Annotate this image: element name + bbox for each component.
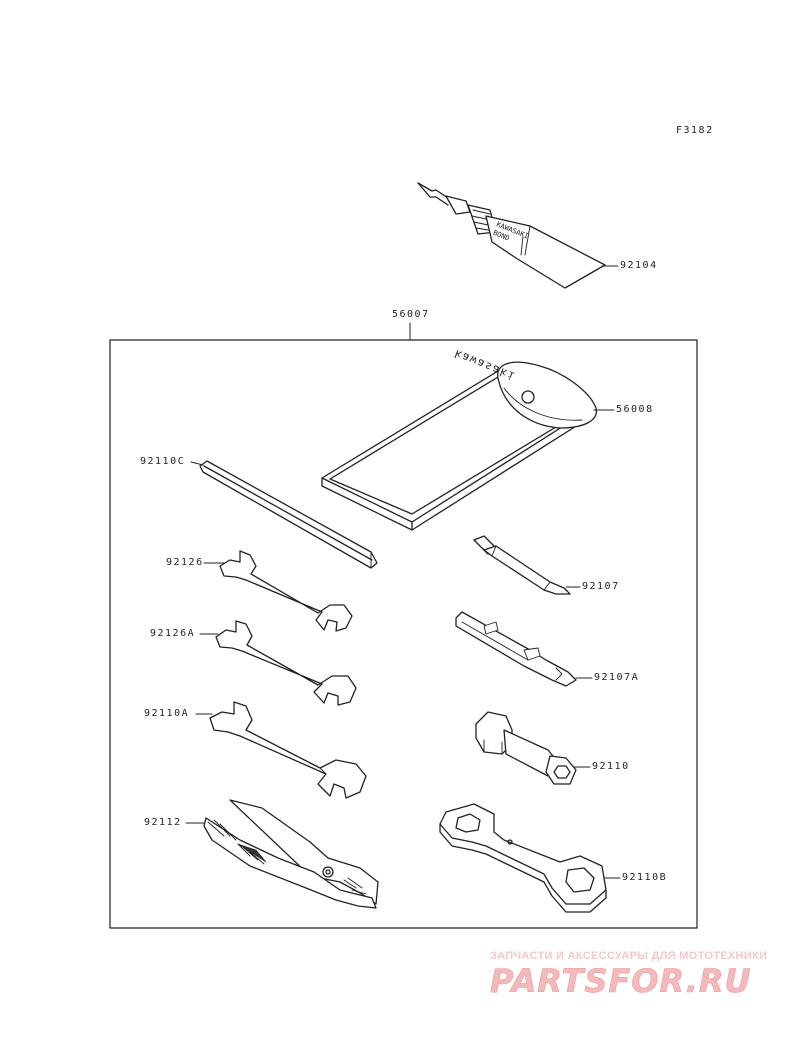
label-tool-kit: 56007 [392,309,430,320]
label-bond-tube: 92104 [620,260,658,271]
bond-tube [417,182,606,289]
hex-bar [199,460,378,569]
wrench-small [219,550,353,632]
label-screwdriver-bit: 92107 [582,581,620,592]
tool-pouch [321,361,597,531]
label-hex-bar: 92110C [140,456,186,467]
pliers [203,799,379,909]
socket-wrench [475,711,577,785]
watermark-logo: PARTSFOR.RU [490,962,751,998]
watermark-tagline: ЗАПЧАСТИ И АКСЕССУАРЫ ДЛЯ МОТОТЕХНИКИ [490,950,768,962]
wrench-large [209,701,367,799]
label-wrench-medium: 92126A [150,628,196,639]
figure-code: F3182 [676,125,714,136]
leader-hex-bar [190,461,204,466]
box-wrench [439,803,607,913]
label-socket-wrench: 92110 [592,761,630,772]
kit-frame [109,339,698,929]
watermark-logo-text: PARTSFOR.RU [490,962,751,998]
label-wrench-small: 92126 [166,557,204,568]
screwdriver-handle [455,611,577,687]
label-screwdriver-handle: 92107A [594,672,640,683]
label-box-wrench: 92110B [622,872,668,883]
wrench-medium [215,620,357,706]
label-wrench-large: 92110A [144,708,190,719]
label-tool-pouch: 56008 [616,404,654,415]
label-pliers: 92112 [144,817,182,828]
screwdriver-bit [473,535,571,595]
